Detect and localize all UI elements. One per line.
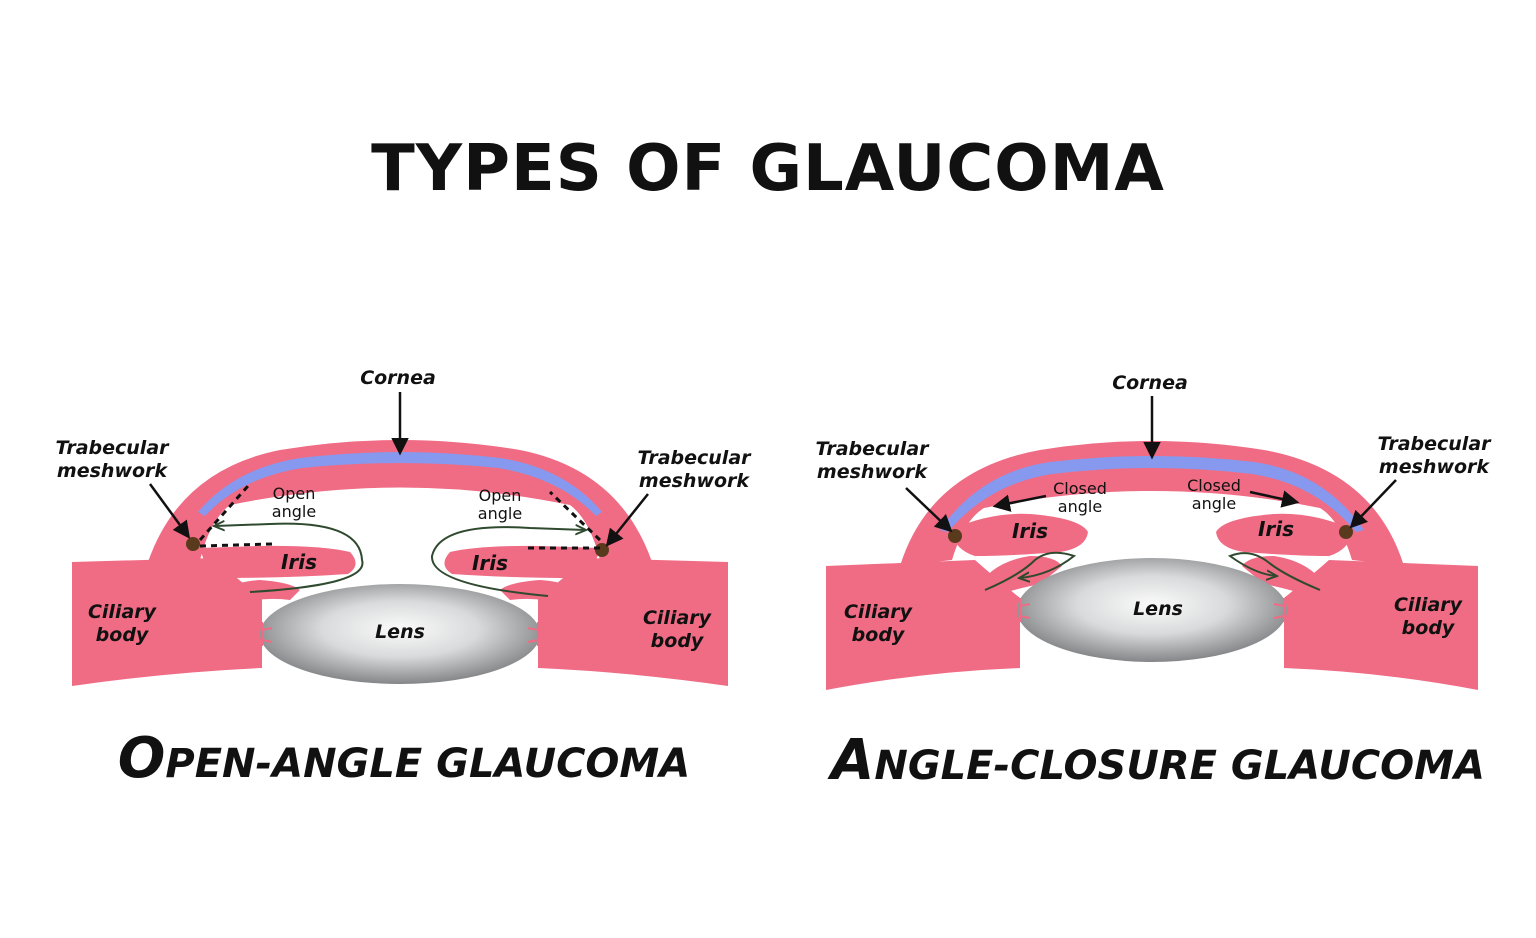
label-angle-left-2: angle (1058, 497, 1102, 516)
lens (260, 584, 540, 684)
label-ciliary-right-2: body (651, 630, 705, 652)
label-lens: Lens (375, 621, 425, 643)
angle-dashes (198, 485, 602, 550)
zonules (1019, 598, 1285, 622)
iris-right (444, 545, 600, 578)
label-trab-left-2: meshwork (57, 460, 168, 482)
label-lens: Lens (1133, 598, 1183, 620)
iris-left (200, 545, 356, 578)
label-trab-right-1: Trabecular (1377, 433, 1492, 455)
cornea-inner (198, 452, 602, 516)
label-iris-left: Iris (1012, 519, 1048, 543)
label-iris-right: Iris (472, 551, 508, 575)
aqueous-flow-left (215, 524, 364, 593)
iris-left (950, 513, 1088, 556)
label-angle-right-1: Open (479, 486, 522, 505)
page-title: TYPES OF GLAUCOMA (371, 132, 1165, 206)
label-iris-right: Iris (1258, 517, 1294, 541)
zonules (261, 622, 539, 646)
subtitle-open-angle: OPEN-ANGLE GLAUCOMA (118, 726, 690, 791)
angle-closure-panel: Cornea Trabecular meshwork Trabecular me… (815, 372, 1492, 793)
aqueous-flow-left (984, 551, 1077, 591)
trab-arrow-left (148, 483, 191, 539)
iris-fringe-right (500, 580, 585, 606)
label-iris-left: Iris (281, 550, 317, 574)
cornea-inner (940, 456, 1364, 532)
label-angle-right-2: angle (478, 504, 522, 523)
iris-fringe-left (215, 580, 300, 606)
trabecular-meshwork-left (948, 529, 962, 543)
label-trab-right-1: Trabecular (637, 447, 752, 469)
label-ciliary-left-2: body (96, 624, 150, 646)
label-angle-left-1: Open (273, 484, 316, 503)
trab-arrow-right (605, 493, 649, 547)
label-angle-right-1: Closed (1187, 476, 1241, 495)
closed-angle-arrow-right (1249, 490, 1300, 508)
lens (1017, 558, 1287, 662)
label-ciliary-right-1: Ciliary (643, 607, 713, 629)
subtitle-closed-initial: A (827, 728, 874, 793)
ciliary-body-left (72, 558, 262, 686)
label-ciliary-right-2: body (1402, 617, 1456, 639)
closed-angle-arrow-left (992, 494, 1047, 512)
label-ciliary-left-1: Ciliary (88, 601, 158, 623)
label-angle-left-2: angle (272, 502, 316, 521)
trab-arrow-right (1349, 479, 1397, 529)
subtitle-open-initial: O (118, 726, 166, 791)
label-trab-right-2: meshwork (1379, 456, 1490, 478)
trab-arrow-left (905, 487, 953, 533)
label-trab-left-1: Trabecular (55, 437, 170, 459)
ciliary-body-right (538, 558, 728, 686)
ciliary-body-left (826, 560, 1020, 690)
subtitle-angle-closure: ANGLE-CLOSURE GLAUCOMA (827, 728, 1485, 793)
label-trab-left-1: Trabecular (815, 438, 930, 460)
subtitle-closed-rest: NGLE-CLOSURE GLAUCOMA (874, 743, 1485, 789)
label-trab-right-2: meshwork (639, 470, 750, 492)
label-trab-left-2: meshwork (817, 461, 928, 483)
label-angle-right-2: angle (1192, 494, 1236, 513)
label-ciliary-left-1: Ciliary (844, 601, 914, 623)
aqueous-flow-right (1227, 552, 1321, 591)
trabecular-meshwork-left (186, 537, 200, 551)
trabecular-meshwork-right (595, 543, 609, 557)
iris-right (1216, 513, 1354, 556)
label-angle-left-1: Closed (1053, 479, 1107, 498)
aqueous-flow-right (430, 527, 585, 597)
open-angle-panel: Cornea Trabecular meshwork Trabecular me… (55, 367, 752, 791)
trabecular-meshwork-right (1339, 525, 1353, 539)
subtitle-open-rest: PEN-ANGLE GLAUCOMA (165, 741, 690, 787)
ciliary-body-right (1284, 560, 1478, 690)
label-cornea: Cornea (360, 367, 436, 389)
label-ciliary-right-1: Ciliary (1394, 594, 1464, 616)
iris-fringe-right (1242, 556, 1329, 598)
label-cornea: Cornea (1112, 372, 1188, 394)
label-ciliary-left-2: body (852, 624, 906, 646)
